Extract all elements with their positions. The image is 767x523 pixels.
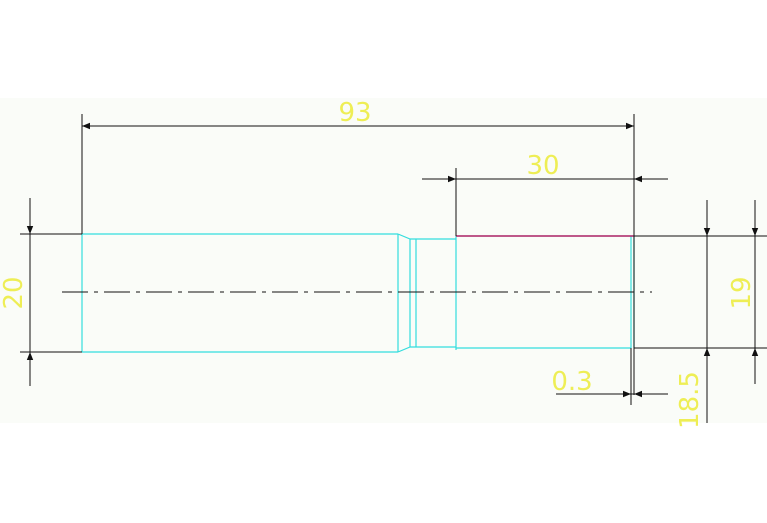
dim-text-19: 19 [727, 276, 757, 309]
taper-top-edge [397, 233, 411, 240]
dim-text-93: 93 [338, 98, 371, 128]
dim-text-18-5: 18.5 [675, 371, 705, 429]
drawing-sheet [0, 98, 767, 423]
taper-bottom-edge [397, 346, 411, 353]
dim-text-30: 30 [526, 151, 559, 181]
dim-text-0-3: 0.3 [551, 367, 592, 397]
dimension-lines [20, 114, 767, 423]
dim-text-20: 20 [0, 276, 29, 309]
